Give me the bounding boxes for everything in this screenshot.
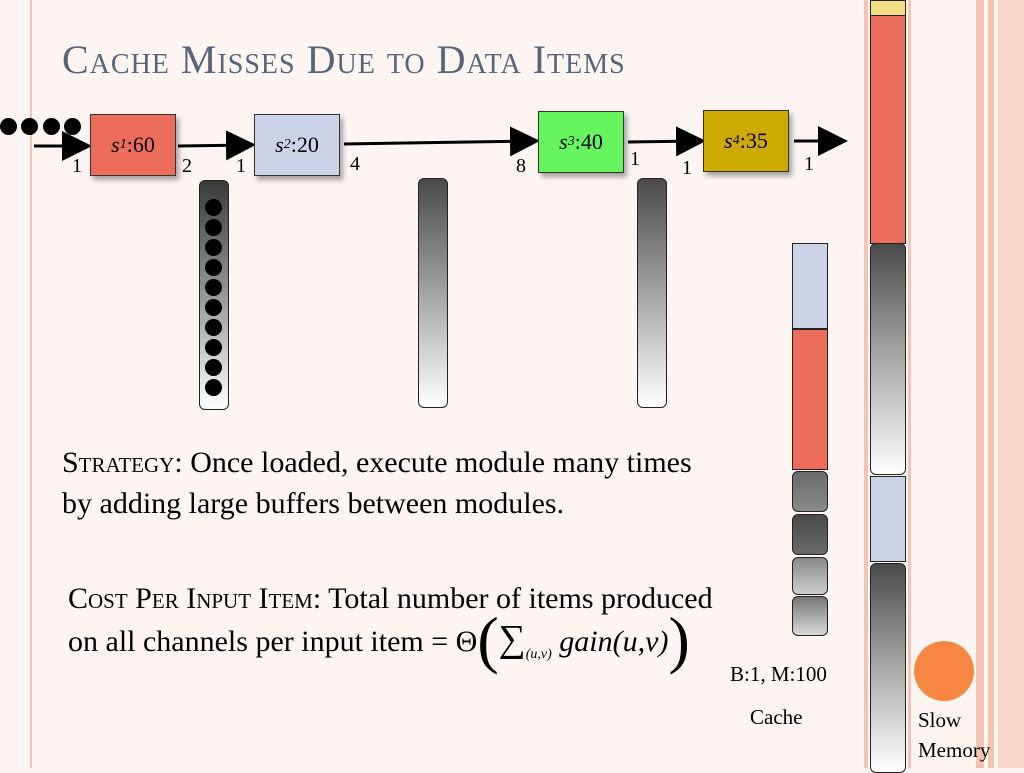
decor-stripe	[908, 0, 911, 768]
formula-equals: =	[431, 625, 449, 658]
buffer-item-dot	[205, 259, 222, 276]
decor-stripe	[976, 0, 984, 768]
buffer-s2-s3	[418, 178, 448, 408]
buffer-item-dot	[205, 279, 222, 296]
input-item-dot	[21, 118, 38, 135]
buffer-item-dot	[205, 379, 222, 396]
input-item-dot	[0, 118, 17, 135]
module-var: s	[724, 128, 733, 153]
arrow-s1-s2	[177, 130, 256, 161]
buffer-item-dot	[205, 359, 222, 376]
formula-theta: Θ	[455, 625, 478, 658]
slow-memory-label: Slow Memory	[918, 705, 990, 765]
buffer-item-dot	[205, 239, 222, 256]
memory-block-s1	[870, 15, 906, 244]
slow-memory-line2: Memory	[918, 738, 991, 762]
slow-memory-line1: Slow	[918, 708, 962, 732]
module-value: :40	[574, 129, 603, 154]
strategy-body: Once loaded, execute module many times b…	[62, 446, 692, 520]
buffer-item-dot	[205, 319, 222, 336]
slow-memory-indicator	[914, 641, 974, 701]
cache-buffer-block	[792, 514, 828, 555]
buffer-item-dot	[205, 199, 222, 216]
cache-buffer-block	[792, 596, 828, 636]
formula-sum: ∑	[498, 618, 526, 660]
strategy-label: Strategy:	[62, 446, 183, 479]
strategy-text: Strategy: Once loaded, execute module ma…	[62, 442, 712, 524]
memory-block-s2	[870, 476, 906, 562]
cache-config: B:1, M:100	[730, 662, 827, 686]
formula-lparen: (	[477, 604, 499, 675]
rate-label: 4	[350, 153, 360, 175]
formula-subscript: (u,v)	[525, 647, 552, 662]
rate-label: 1	[630, 148, 640, 170]
module-subscript: 3	[567, 134, 575, 149]
rate-label: 1	[72, 155, 82, 177]
rate-label: 2	[182, 155, 192, 177]
arrow-s3-s4	[627, 126, 706, 157]
input-item-dot	[64, 118, 81, 135]
cache-label: Cache	[750, 705, 803, 729]
module-value: :35	[739, 128, 768, 153]
module-subscript: 1	[119, 137, 127, 152]
rate-label: 1	[804, 153, 814, 175]
module-subscript: 4	[732, 133, 740, 148]
buffer-s1-s2	[199, 180, 229, 410]
cost-formula: = Θ(∑(u,v) gain(u,v))	[431, 608, 690, 672]
buffer-item-dot	[205, 299, 222, 316]
buffer-item-dot	[205, 219, 222, 236]
arrow-s2-s3	[343, 126, 540, 157]
input-item-dot	[43, 118, 60, 135]
decor-stripe	[988, 0, 994, 768]
cost-body: Total number of items produced on all ch…	[68, 582, 713, 658]
cache-block-s1	[792, 329, 828, 470]
margin-line	[30, 0, 32, 768]
rate-label: 8	[516, 155, 526, 177]
module-subscript: 2	[283, 137, 291, 152]
memory-buffer-block	[870, 563, 906, 773]
cache-buffer-block	[792, 471, 828, 512]
rate-label: 1	[236, 155, 246, 177]
module-var: s	[111, 132, 120, 157]
decor-stripe	[998, 0, 1024, 768]
formula-args: (u,v)	[612, 625, 669, 658]
cost-text: Cost Per Input Item: Total number of ite…	[68, 578, 718, 675]
decor-stripe	[864, 0, 868, 768]
cache-buffer-block	[792, 557, 828, 595]
cache-block-s2	[792, 243, 828, 329]
module-value: :60	[126, 132, 155, 157]
cost-label: Cost Per Input Item:	[68, 582, 322, 615]
slide-title: Cache Misses Due to Data Items	[62, 37, 626, 82]
memory-block-s4	[870, 0, 906, 16]
buffer-item-dot	[205, 339, 222, 356]
rate-label: 1	[682, 157, 692, 179]
module-var: s	[559, 129, 568, 154]
formula-func: gain	[559, 625, 613, 658]
module-var: s	[275, 132, 284, 157]
module-value: :20	[290, 132, 319, 157]
pipeline-arrows	[34, 126, 848, 161]
memory-buffer-block	[870, 243, 906, 475]
formula-rparen: )	[668, 604, 690, 675]
buffer-s3-s4	[637, 178, 667, 408]
